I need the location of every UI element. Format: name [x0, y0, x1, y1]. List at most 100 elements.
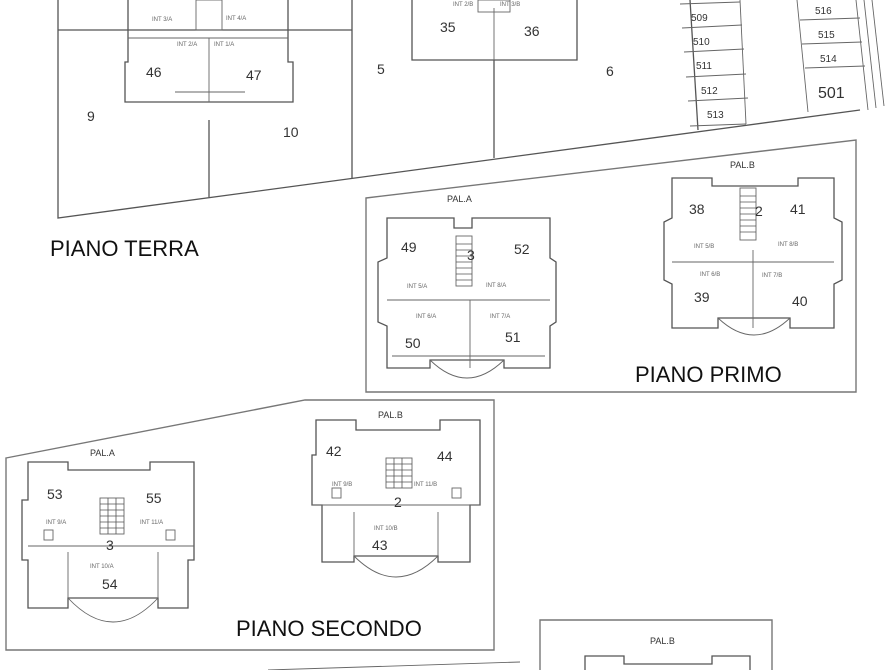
- unit-number: 50: [405, 335, 421, 351]
- site-edge: [871, 0, 885, 107]
- palazzina-label: PAL.B: [378, 410, 403, 420]
- interno-label: INT 9/A: [46, 520, 66, 526]
- lot-number: 513: [707, 110, 724, 121]
- building-a-first-floor: PAL.A 49 52 50 51 3 INT 5/A INT 8/A INT …: [377, 194, 557, 379]
- lot-number: 515: [818, 30, 835, 41]
- balcony: [717, 317, 791, 336]
- unit-number: 44: [437, 448, 453, 464]
- interno-label: INT 6/B: [700, 272, 720, 278]
- interno-label: INT 1/A: [214, 42, 234, 48]
- interno-label: INT 2/B: [453, 2, 473, 8]
- stair-core: [195, 0, 223, 31]
- unit-number: 53: [47, 486, 63, 502]
- unit-number: 36: [524, 23, 540, 39]
- stair-number: 3: [467, 247, 475, 263]
- lot-number: 514: [820, 54, 837, 65]
- stair-steps: [386, 458, 412, 488]
- interno-label: INT 3/B: [500, 2, 520, 8]
- building-outline: [411, 0, 578, 61]
- unit-number: 46: [146, 64, 162, 80]
- stair-steps: [456, 243, 472, 281]
- floor-title: PIANO SECONDO: [236, 616, 422, 641]
- building-outline: [663, 177, 843, 329]
- third-floor-frame: [539, 619, 773, 670]
- lot-number: 509: [691, 13, 708, 24]
- palazzina-label: PAL.A: [90, 448, 115, 458]
- lot-number: 512: [701, 86, 718, 97]
- fixture: [331, 487, 342, 499]
- fixture: [165, 529, 176, 541]
- unit-number: 55: [146, 490, 162, 506]
- unit-number: 39: [694, 289, 710, 305]
- building-outline: [311, 419, 481, 563]
- lot-list-column: [796, 0, 866, 113]
- unit-number: 43: [372, 537, 388, 553]
- palazzina-label: PAL.B: [730, 160, 755, 170]
- lot-number: 516: [815, 6, 832, 17]
- third-floor-plan-partial: PAL.B: [267, 619, 773, 670]
- interno-label: INT 11/A: [140, 520, 163, 526]
- first-floor-plan: PAL.A 49 52 50 51 3 INT 5/A INT 8/A INT …: [365, 139, 857, 393]
- interno-label: INT 10/B: [374, 526, 398, 532]
- lot-number: 511: [696, 61, 712, 72]
- stair-core: [455, 235, 473, 287]
- unit-number: 5: [377, 61, 385, 77]
- interno-label: INT 11/B: [414, 482, 437, 488]
- balcony: [429, 359, 505, 379]
- lot-divider: [689, 0, 699, 131]
- unit-number: 35: [440, 19, 456, 35]
- stair-number: 2: [394, 494, 402, 510]
- unit-number: 54: [102, 576, 118, 592]
- fixture: [43, 529, 54, 541]
- unit-number: 6: [606, 63, 614, 79]
- building-outline: [377, 217, 557, 369]
- stair-steps: [740, 195, 756, 233]
- building-outline: [584, 655, 751, 670]
- site-edge: [855, 0, 869, 111]
- unit-number: 47: [246, 67, 262, 83]
- interno-label: INT 8/A: [486, 283, 506, 289]
- building-b-second-floor: PAL.B 42 44 43 2 INT 9/B INT 11/B INT 10…: [311, 410, 481, 578]
- interno-label: INT 5/A: [407, 284, 427, 290]
- interno-label: INT 7/A: [490, 314, 510, 320]
- unit-number: 10: [283, 124, 299, 140]
- lot-number: 510: [693, 37, 710, 48]
- fixture: [451, 487, 462, 499]
- interno-label: INT 5/B: [694, 244, 714, 250]
- interno-label: INT 8/B: [778, 242, 798, 248]
- palazzina-label: PAL.A: [447, 194, 472, 204]
- site-edge: [267, 661, 521, 670]
- stair-number: 3: [106, 537, 114, 553]
- stair-core: [477, 0, 511, 13]
- ground-floor-site-plan: 46 47 9 10 35 36 5 6 INT 3/A INT 4/A INT…: [50, 0, 885, 261]
- unit-number: 41: [790, 201, 806, 217]
- unit-number: 9: [87, 108, 95, 124]
- interno-label: INT 9/B: [332, 482, 352, 488]
- building-a-second-floor: PAL.A 53 55 54 3 INT 9/A INT 11/A INT 10…: [21, 448, 195, 623]
- interno-label: INT 2/A: [177, 42, 197, 48]
- site-edge: [863, 0, 877, 109]
- building-b-first-floor: PAL.B 38 41 39 40 2 INT 5/B INT 8/B INT …: [663, 160, 843, 336]
- interno-label: INT 10/A: [90, 564, 114, 570]
- interno-label: INT 3/A: [152, 17, 172, 23]
- lot-list-column: [679, 0, 749, 127]
- unit-number: 42: [326, 443, 342, 459]
- second-floor-plan: PAL.A 53 55 54 3 INT 9/A INT 11/A INT 10…: [5, 399, 495, 651]
- building-outline: [21, 461, 195, 609]
- interno-label: INT 7/B: [762, 273, 782, 279]
- floor-title: PIANO TERRA: [50, 236, 199, 261]
- first-floor-frame: [365, 139, 857, 393]
- interno-label: INT 6/A: [416, 314, 436, 320]
- lot-number: 501: [818, 85, 845, 102]
- ground-floor-boundary: [57, 0, 861, 219]
- stair-steps: [100, 498, 124, 534]
- second-floor-frame: [5, 399, 495, 651]
- balcony: [67, 597, 159, 623]
- unit-number: 52: [514, 241, 530, 257]
- interno-label: INT 4/A: [226, 16, 246, 22]
- floor-title: PIANO PRIMO: [635, 362, 782, 387]
- unit-number: 40: [792, 293, 808, 309]
- unit-number: 38: [689, 201, 705, 217]
- palazzina-label: PAL.B: [650, 636, 675, 646]
